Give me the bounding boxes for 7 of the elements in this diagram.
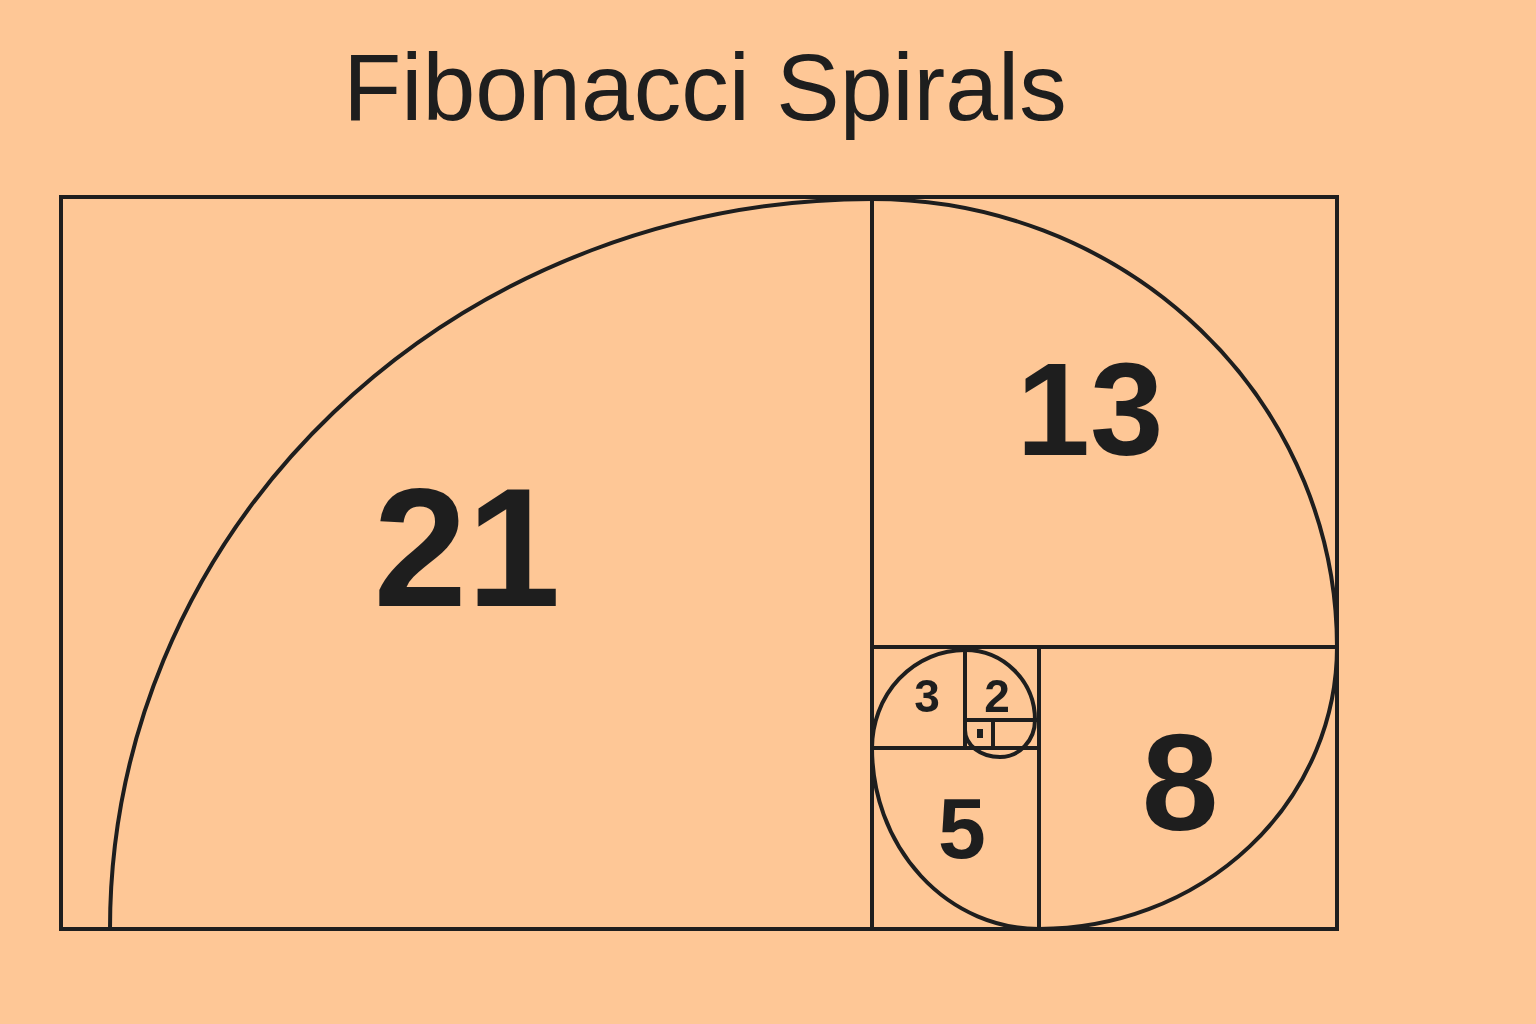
square-number: 8 [1141,707,1219,859]
square-number: 2 [984,670,1010,722]
square-number: 5 [938,780,986,876]
square-number: 21 [373,455,561,641]
square-number: 13 [1016,337,1164,483]
square-number: 3 [914,670,940,722]
title: Fibonacci Spirals [342,33,1068,142]
